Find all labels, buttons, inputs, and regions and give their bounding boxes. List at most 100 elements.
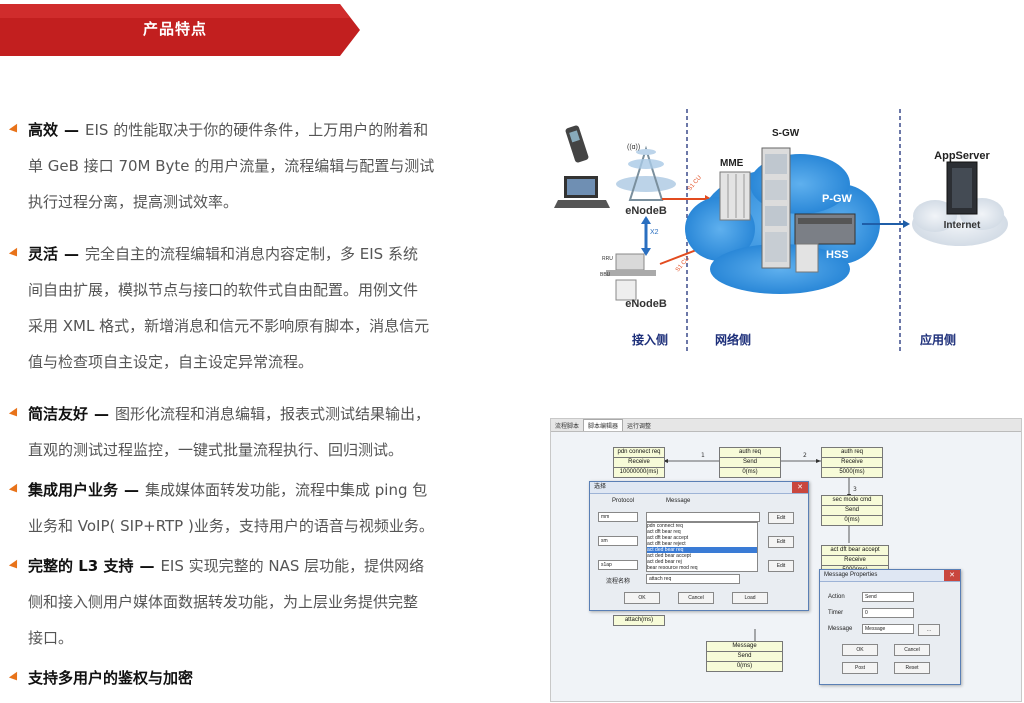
- protocol-select[interactable]: s1ap: [598, 560, 638, 570]
- ok-button[interactable]: OK: [624, 592, 660, 604]
- enodeb-top-label: eNodeB: [625, 205, 667, 217]
- feature-item: 完整的 L3 支持—EIS 实现完整的 NAS 层功能，提供网络侧和接入侧用户媒…: [8, 548, 510, 656]
- gi-label: Gi: [886, 212, 892, 218]
- message-list-item[interactable]: act dft bear accept: [647, 535, 689, 541]
- zone-access-label: 接入侧: [632, 332, 668, 347]
- cancel-button[interactable]: Cancel: [678, 592, 714, 604]
- network-diagram: ((ɑ)) eNodeB X2 RRU BBU eNodeB S1 CU S1 …: [550, 104, 1018, 364]
- sgw-label: S-GW: [772, 128, 800, 139]
- feature-title: 支持多用户的鉴权与加密: [28, 669, 194, 687]
- arrow-number-3: 3: [853, 486, 857, 493]
- reset-button[interactable]: Reset: [894, 662, 930, 674]
- message-list-item[interactable]: act ded bear accept: [647, 553, 691, 559]
- cancel-button[interactable]: Cancel: [894, 644, 930, 656]
- mme-label: MME: [720, 158, 744, 169]
- feature-text: 采用 XML 格式，新增消息和信元不影响原有脚本，消息信元: [28, 317, 430, 335]
- feature-text: 完全自主的流程编辑和消息内容定制，多 EIS 系统: [85, 245, 418, 263]
- bullet-icon: [8, 671, 22, 684]
- rru-label: RRU: [602, 256, 613, 262]
- enodeb-tower-icon: [616, 145, 676, 201]
- tab-script[interactable]: 流程脚本: [555, 424, 580, 430]
- browse-button[interactable]: …: [918, 624, 940, 636]
- feature-item: 集成用户业务—集成媒体面转发功能，流程中集成 ping 包业务和 VoIP( S…: [8, 472, 510, 544]
- edit-button[interactable]: Edit: [768, 512, 794, 524]
- load-button[interactable]: Load: [732, 592, 768, 604]
- feature-text: 执行过程分离，提高测试效率。: [28, 193, 239, 211]
- close-icon[interactable]: ✕: [792, 482, 808, 493]
- rru-bbu-icon: [606, 253, 656, 301]
- message-properties-dialog: Message Properties ✕ Action Send Timer 0…: [819, 569, 961, 685]
- appserver-label: AppServer: [934, 150, 990, 162]
- laptop-icon: [554, 176, 610, 208]
- pgw-label: P-GW: [822, 193, 853, 205]
- message-input[interactable]: Message: [862, 624, 914, 634]
- internet-cloud: [912, 198, 1008, 246]
- feature-dash: —: [64, 245, 80, 263]
- feature-dash: —: [94, 405, 110, 423]
- feature-dash: —: [64, 121, 80, 139]
- flow-name-input[interactable]: attach req: [646, 574, 740, 584]
- close-icon[interactable]: ✕: [944, 570, 960, 581]
- feature-text: 值与检查项自主设定，自主设定异常流程。: [28, 353, 314, 371]
- action-label: Action: [828, 594, 845, 600]
- action-select[interactable]: Send: [862, 592, 914, 602]
- feature-text: 直观的测试过程监控，一键式批量流程执行、回归测试。: [28, 441, 404, 459]
- phone-icon: [565, 125, 589, 163]
- select-dialog-title: 选择: [590, 482, 808, 494]
- timer-input[interactable]: 0: [862, 608, 914, 618]
- feature-title: 集成用户业务: [28, 481, 119, 499]
- tab-editor[interactable]: 脚本编辑器: [583, 419, 624, 431]
- feature-title: 简洁友好: [28, 405, 89, 423]
- editor-tabs: 流程脚本脚本编辑器运行调整: [551, 419, 1021, 432]
- message-list-item[interactable]: act dft bear reject: [647, 541, 686, 547]
- feature-text: EIS 的性能取决于你的硬件条件，上万用户的附着和: [85, 121, 429, 139]
- feature-title: 完整的 L3 支持: [28, 557, 134, 575]
- bullet-icon: [8, 247, 22, 260]
- zone-network-label: 网络侧: [715, 332, 751, 347]
- appserver-icon: [946, 161, 978, 215]
- internet-label: Internet: [944, 220, 981, 231]
- message-list-item[interactable]: bear resource mod req: [647, 565, 698, 571]
- feature-text: EIS 实现完整的 NAS 层功能，提供网络: [160, 557, 425, 575]
- message-select[interactable]: [646, 512, 760, 522]
- feature-text: 单 GeB 接口 70M Byte 的用户流量，流程编辑与配置与测试: [28, 157, 435, 175]
- mme-server-icon: [719, 171, 751, 221]
- feature-text: 图形化流程和消息编辑，报表式测试结果输出，: [115, 405, 431, 423]
- feature-item: 简洁友好 — 图形化流程和消息编辑，报表式测试结果输出， 直观的测试过程监控，一键式批…: [8, 396, 510, 468]
- feature-item: 高效 — EIS 的性能取决于你的硬件条件，上万用户的附着和单 GeB 接口 70M…: [8, 112, 510, 220]
- arrow-number-2: 2: [803, 452, 807, 459]
- properties-dialog-title: Message Properties: [820, 570, 960, 582]
- message-label: Message: [828, 626, 853, 632]
- arrow-number-1: 1: [701, 452, 705, 459]
- hss-label: HSS: [826, 249, 849, 261]
- protocol-select[interactable]: mm: [598, 512, 638, 522]
- edit-button[interactable]: Edit: [768, 560, 794, 572]
- edit-button[interactable]: Edit: [768, 536, 794, 548]
- message-list-item[interactable]: act ded bear req: [647, 547, 757, 553]
- feature-text: 侧和接入侧用户媒体面数据转发功能，为上层业务提供完整: [28, 593, 419, 611]
- protocol-select[interactable]: sm: [598, 536, 638, 546]
- feature-text: 集成媒体面转发功能，流程中集成 ping 包: [145, 481, 428, 499]
- bullet-icon: [8, 407, 22, 420]
- message-list-item[interactable]: pdn connect req: [647, 523, 683, 529]
- feature-text: 接口。: [28, 629, 74, 647]
- x2-label: X2: [650, 229, 659, 236]
- flow-box[interactable]: attach(ms): [613, 615, 665, 626]
- zone-app-label: 应用侧: [920, 332, 956, 347]
- pgw-server-icon: [794, 213, 856, 245]
- message-list-item[interactable]: act ded bear rej: [647, 559, 682, 565]
- feature-title: 高效: [28, 121, 59, 139]
- enodeb-bottom-label: eNodeB: [625, 298, 667, 310]
- select-message-dialog: 选择 ✕ Protocol Message mm sm s1ap pdn con…: [589, 481, 809, 611]
- message-list-item[interactable]: act dft bear req: [647, 529, 681, 535]
- ok-button[interactable]: OK: [842, 644, 878, 656]
- post-button[interactable]: Post: [842, 662, 878, 674]
- tab-run[interactable]: 运行调整: [627, 424, 652, 430]
